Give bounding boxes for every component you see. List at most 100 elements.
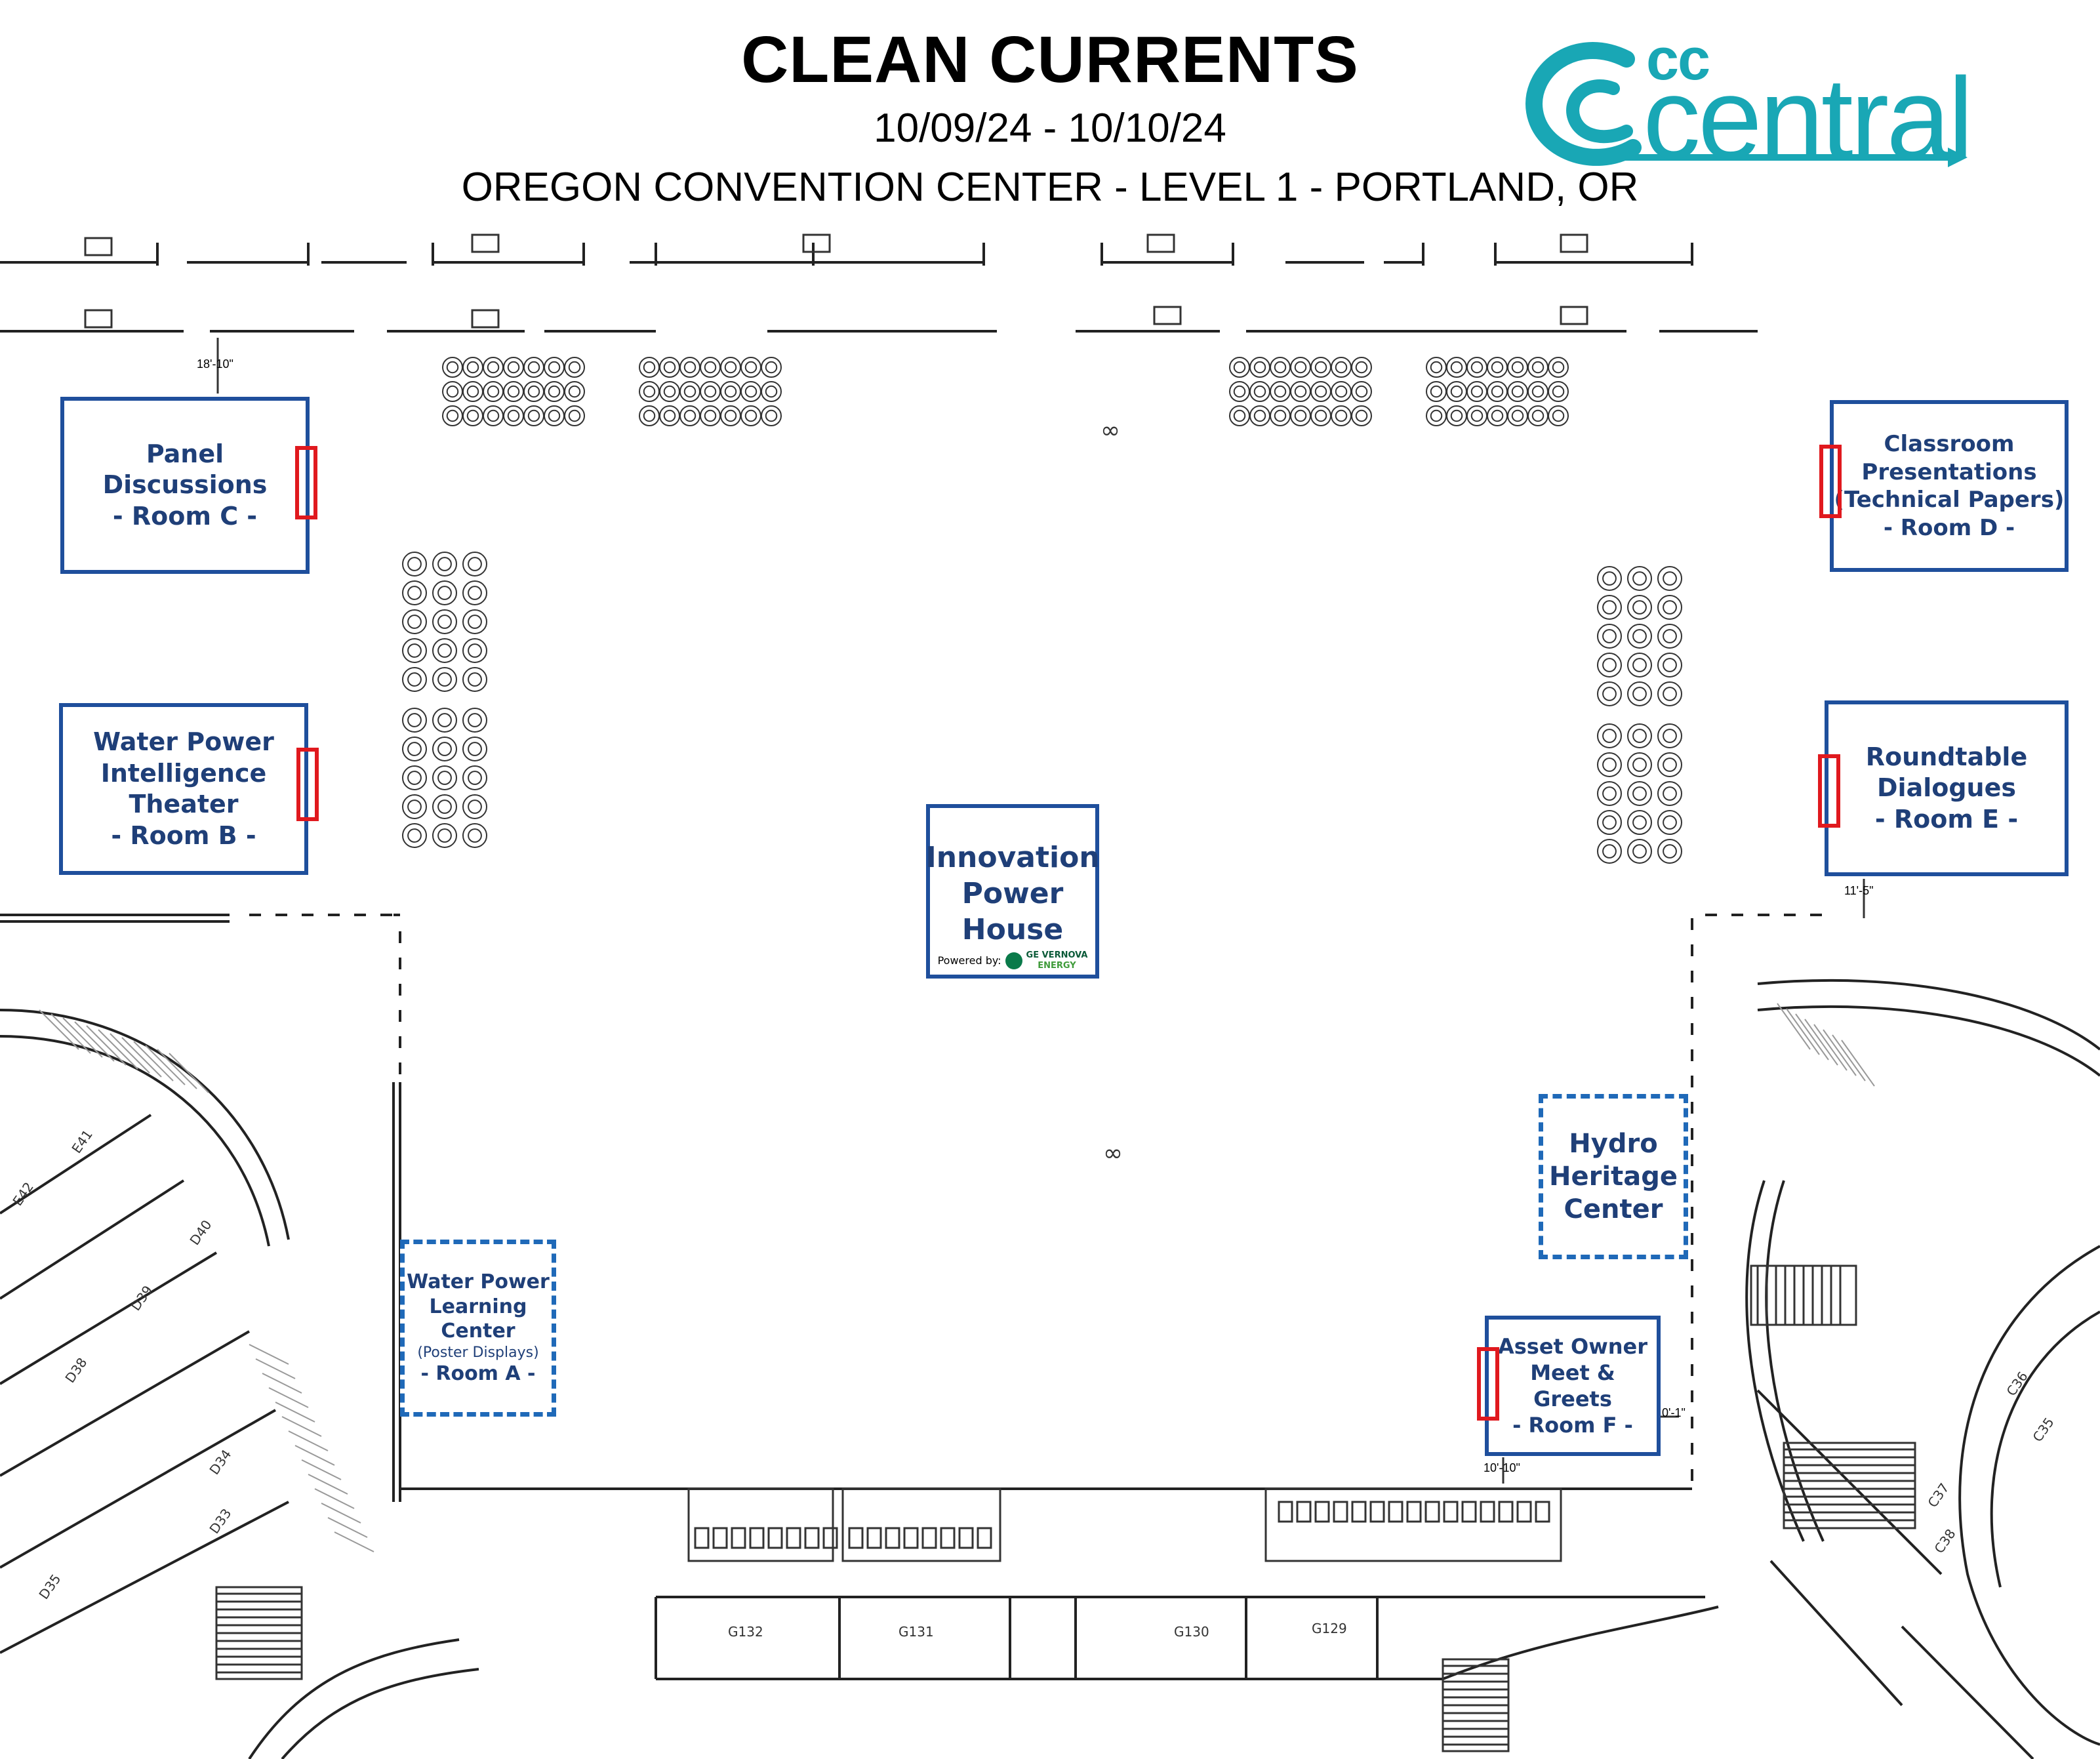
stall xyxy=(712,1527,728,1549)
round-table-inner xyxy=(446,361,459,374)
round-table xyxy=(1426,405,1447,426)
stall xyxy=(848,1527,864,1549)
room-c-line1: Panel Discussions xyxy=(102,439,268,500)
round-table-inner xyxy=(548,361,561,374)
round-table-inner xyxy=(1602,600,1617,615)
stall xyxy=(822,1527,838,1549)
stall xyxy=(749,1527,765,1549)
round-table xyxy=(1657,781,1682,806)
hall-room xyxy=(0,1409,276,1569)
hatch-line xyxy=(255,1358,296,1379)
bottom-arc xyxy=(281,1668,479,1759)
stall xyxy=(1351,1501,1367,1523)
round-table-inner xyxy=(468,615,482,629)
round-table-inner xyxy=(744,385,757,398)
round-table xyxy=(1657,810,1682,835)
round-table xyxy=(1351,357,1372,378)
hatch-line xyxy=(1804,1019,1838,1066)
round-table-inner xyxy=(1552,385,1565,398)
round-table xyxy=(1627,810,1652,835)
round-table-inner xyxy=(466,409,479,422)
round-table-inner xyxy=(1233,385,1246,398)
round-table-inner xyxy=(1491,385,1504,398)
stall xyxy=(767,1527,783,1549)
round-table xyxy=(1657,681,1682,706)
round-table xyxy=(432,580,457,605)
round-table-inner xyxy=(1430,385,1443,398)
innovation-line2: Power xyxy=(961,877,1064,910)
round-table xyxy=(1597,752,1622,777)
room-a-line3: Center xyxy=(441,1320,515,1343)
round-table-inner xyxy=(1632,629,1647,643)
round-table-inner xyxy=(468,713,482,727)
stall xyxy=(1535,1501,1550,1523)
round-table xyxy=(1466,357,1487,378)
round-table xyxy=(761,357,782,378)
round-table-inner xyxy=(1450,385,1463,398)
room-f-asset-owner[interactable]: Asset Owner Meet & Greets - Room F - xyxy=(1485,1316,1661,1456)
round-table xyxy=(740,381,761,402)
round-table-inner xyxy=(1632,571,1647,586)
round-table-inner xyxy=(1663,658,1677,672)
round-table-inner xyxy=(446,409,459,422)
stall xyxy=(731,1527,746,1549)
hatch-line xyxy=(50,1013,91,1054)
round-table-inner xyxy=(1294,409,1307,422)
hatch-line xyxy=(62,1017,103,1058)
stall xyxy=(1388,1501,1403,1523)
hall-room xyxy=(1769,1560,1903,1707)
room-d-classroom-presentations[interactable]: Classroom Presentations (Technical Paper… xyxy=(1830,400,2069,572)
round-table xyxy=(720,357,741,378)
hatch-line xyxy=(308,1474,348,1495)
restroom-block xyxy=(841,1487,1001,1562)
hydro-heritage-center[interactable]: Hydro Heritage Center xyxy=(1539,1094,1688,1259)
round-table xyxy=(1487,381,1508,402)
hatch-line xyxy=(86,1025,127,1066)
round-table xyxy=(1446,405,1467,426)
round-table xyxy=(740,357,761,378)
room-c-panel-discussions[interactable]: Panel Discussions - Room C - xyxy=(60,397,310,574)
room-a-line1: Water Power xyxy=(407,1270,550,1294)
round-table-inner xyxy=(437,586,452,600)
stall xyxy=(1296,1501,1312,1523)
round-table-inner xyxy=(1632,815,1647,830)
round-table xyxy=(639,357,660,378)
round-table xyxy=(1627,723,1652,748)
round-table-inner xyxy=(765,409,778,422)
room-e-roundtable-dialogues[interactable]: Roundtable Dialogues - Room E - xyxy=(1825,700,2069,876)
hall-arc xyxy=(0,1035,270,1247)
round-table-inner xyxy=(1663,687,1677,701)
round-table xyxy=(462,638,487,663)
round-table-inner xyxy=(407,799,422,814)
round-table xyxy=(1657,566,1682,591)
truck-icon xyxy=(471,233,500,253)
innovation-power-house[interactable]: Innovation Power House Powered by: GE VE… xyxy=(925,804,1100,979)
round-table xyxy=(1527,381,1548,402)
round-table xyxy=(1597,653,1622,677)
round-table-inner xyxy=(407,828,422,843)
round-table-inner xyxy=(407,557,422,571)
round-table xyxy=(659,381,680,402)
round-table-inner xyxy=(1511,361,1524,374)
round-table xyxy=(1290,357,1311,378)
round-table-inner xyxy=(1314,385,1327,398)
truck-icon xyxy=(1560,233,1588,253)
round-table-inner xyxy=(1531,409,1545,422)
room-a-learning-center[interactable]: Water Power Learning Center (Poster Disp… xyxy=(400,1240,556,1417)
round-table-inner xyxy=(1274,385,1287,398)
round-table-inner xyxy=(1602,786,1617,801)
round-table-inner xyxy=(683,361,697,374)
round-table-inner xyxy=(437,771,452,785)
round-table-inner xyxy=(468,586,482,600)
round-table-inner xyxy=(1663,786,1677,801)
round-table-inner xyxy=(744,361,757,374)
hatch-line xyxy=(268,1387,309,1408)
room-b-intelligence-theater[interactable]: Water Power Intelligence Theater - Room … xyxy=(59,703,308,875)
room-b-line4: - Room B - xyxy=(111,820,256,850)
round-table xyxy=(564,405,585,426)
round-table xyxy=(1331,357,1352,378)
hatch-line xyxy=(314,1488,355,1509)
round-table xyxy=(462,765,487,790)
round-table-inner xyxy=(744,409,757,422)
round-table xyxy=(432,765,457,790)
